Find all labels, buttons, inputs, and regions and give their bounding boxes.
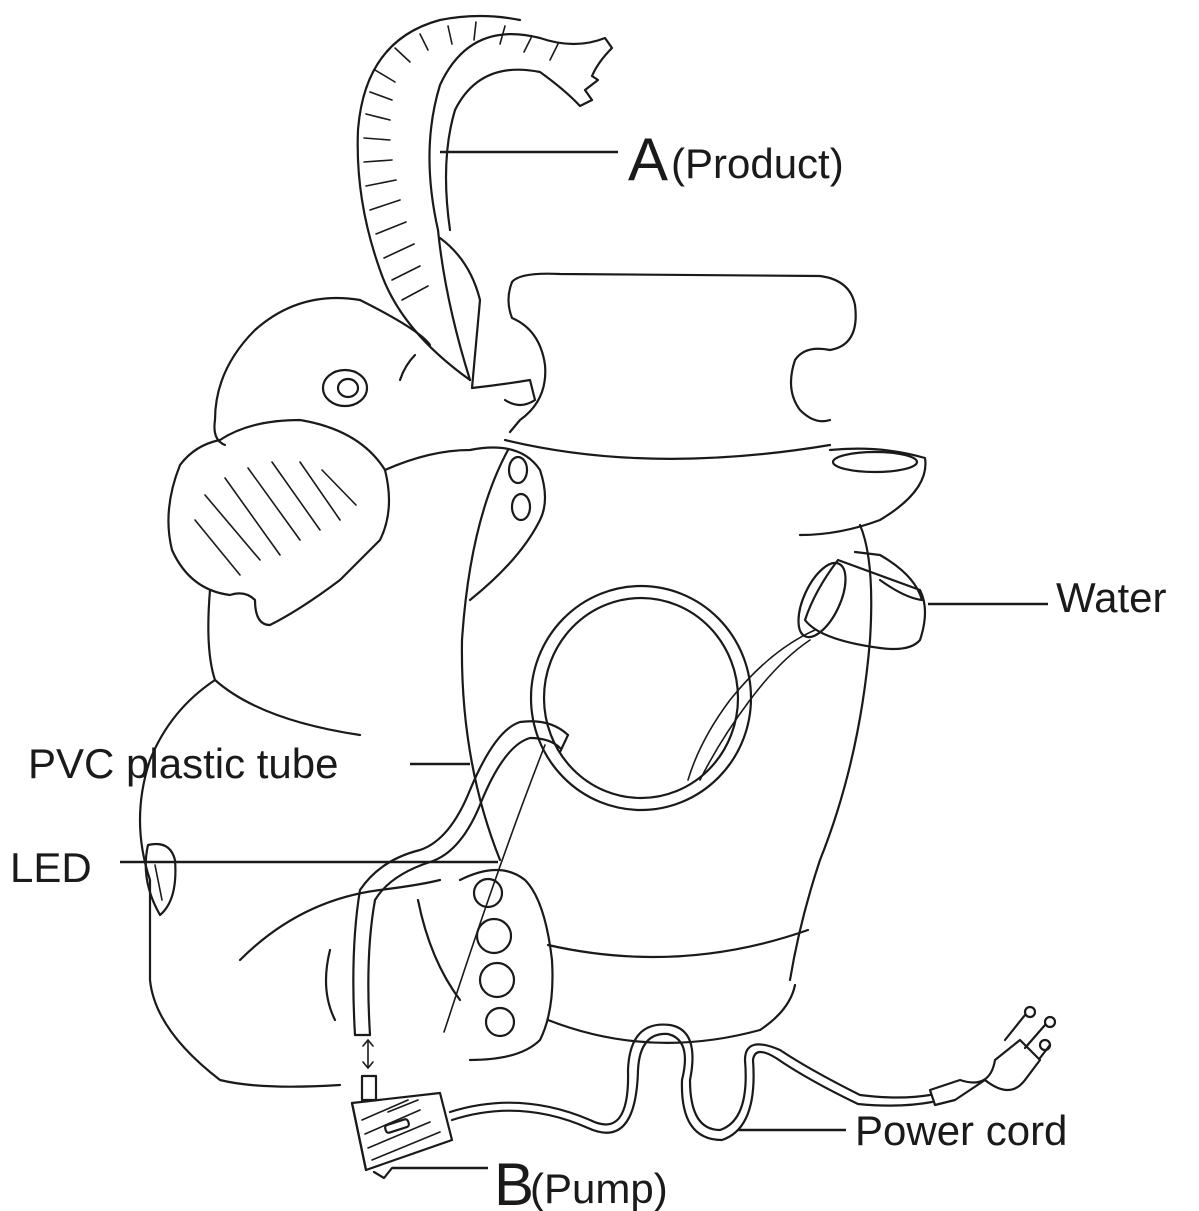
product-label-letter: A — [628, 126, 668, 193]
pvc-tube-illustration — [353, 721, 568, 1035]
water-label: Water — [1056, 574, 1166, 621]
elephant-illustration — [140, 16, 612, 1087]
pump-label-text: (Pump) — [530, 1165, 668, 1211]
power-cord-label: Power cord — [855, 1107, 1067, 1154]
product-label-text: (Product) — [671, 140, 844, 187]
led-label: LED — [10, 844, 92, 891]
pump-label-letter: B — [494, 1151, 534, 1211]
pump-illustration — [352, 1040, 452, 1178]
pvc-tube-label: PVC plastic tube — [28, 740, 339, 787]
water-jug-illustration — [688, 552, 925, 780]
